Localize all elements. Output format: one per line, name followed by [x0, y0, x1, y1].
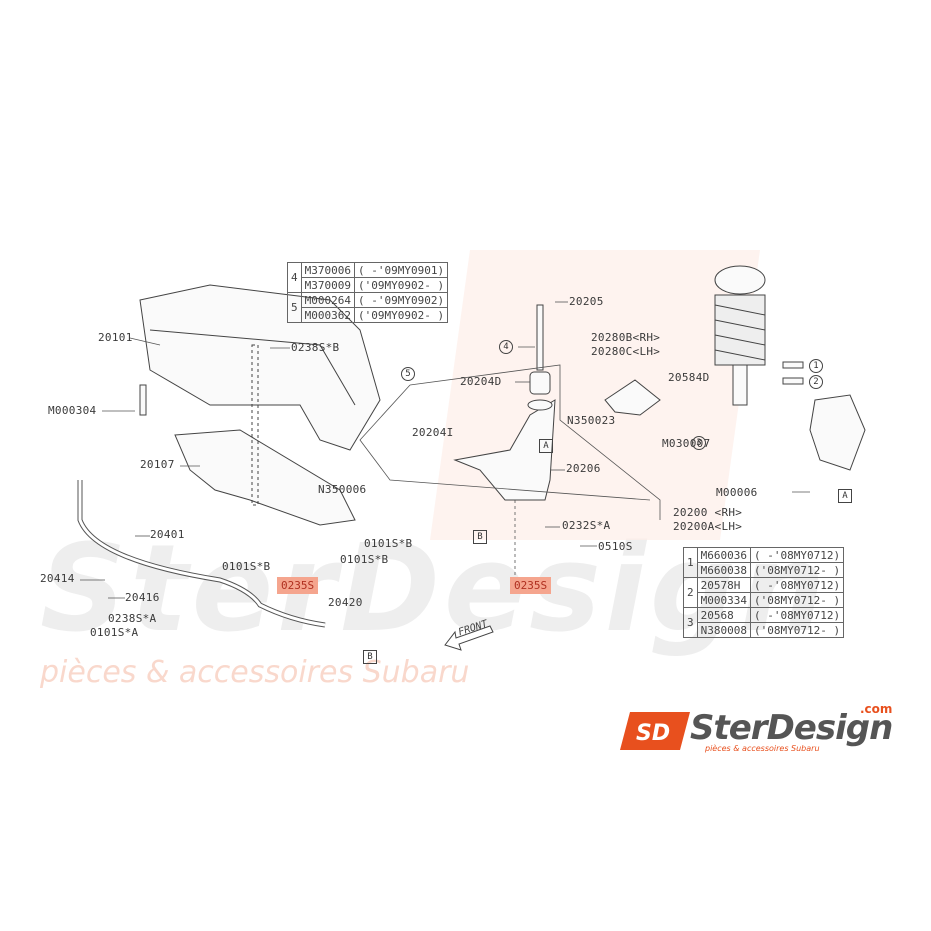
part-label: N350023 [567, 414, 616, 427]
part-label: N350006 [318, 483, 367, 496]
part-label: M00006 [716, 486, 758, 499]
circle-marker: 3 [687, 616, 694, 629]
model-range: ( -'08MY0712) [749, 577, 845, 593]
model-range: ('08MY0712- ) [749, 562, 845, 578]
knuckle [809, 394, 866, 471]
part-number: M370009 [300, 277, 355, 293]
part-label: 20401 [150, 528, 185, 541]
highlighted-part-label[interactable]: 0235S [510, 577, 552, 594]
model-range: ( -'08MY0712) [749, 547, 845, 563]
part-number: M660038 [696, 562, 751, 578]
part-label: 20280B<RH> [591, 331, 661, 344]
part-number: M000334 [696, 592, 751, 608]
model-range: ( -'08MY0712) [749, 607, 845, 623]
part-label: 20204D [460, 375, 502, 388]
support-plate [174, 429, 356, 526]
part-number: M000264 [300, 292, 355, 308]
part-label: 20420 [328, 596, 363, 609]
part-label: 0101S*A [90, 626, 139, 639]
part-label: 20280C<LH> [591, 345, 661, 358]
part-label: 0101S*B [222, 560, 271, 573]
circle-marker-3: 3 [692, 436, 706, 450]
logo-domain: .com [860, 702, 893, 716]
model-range: ('09MY0902- ) [353, 307, 449, 323]
part-label: 20200A<LH> [673, 520, 743, 533]
part-label: 0510S [598, 540, 633, 553]
watermark-tagline: pièces & accessoires Subaru [40, 655, 470, 690]
ref-marker-b: B [473, 530, 487, 544]
part-label: 0238S*B [291, 341, 340, 354]
logo-name: SterDesign [690, 708, 893, 748]
logo-tagline: pièces & accessoires Subaru [705, 744, 820, 753]
part-number: N380008 [696, 622, 751, 638]
part-label: 20204I [412, 426, 454, 439]
logo-mark-text: SD [636, 721, 670, 746]
circle-marker: 2 [687, 586, 694, 599]
part-label: 20101 [98, 331, 133, 344]
circle-marker-1: 1 [809, 359, 823, 373]
part-label: 0101S*B [364, 537, 413, 550]
model-range: ('09MY0902- ) [353, 277, 449, 293]
circle-marker-2: 2 [809, 375, 823, 389]
table-row: M000362('09MY0902- ) [288, 307, 449, 323]
part-number: M660036 [696, 547, 751, 563]
table-row: M370009('09MY0902- ) [288, 277, 449, 293]
part-label: 0101S*B [340, 553, 389, 566]
part-label: 20107 [140, 458, 175, 471]
part-label: 0232S*A [562, 519, 611, 532]
part-label: 20206 [566, 462, 601, 475]
part-number: 20578H [696, 577, 751, 593]
model-range: ( -'09MY0901) [353, 262, 449, 278]
watermark-logo-shape [430, 250, 760, 540]
circle-marker-5: 5 [401, 367, 415, 381]
highlighted-part-label[interactable]: 0235S [277, 577, 319, 594]
circle-marker: 1 [687, 556, 694, 569]
part-label: 0238S*A [108, 612, 157, 625]
part-label: 20200 <RH> [673, 506, 743, 519]
part-number: M370006 [300, 262, 355, 278]
circle-marker: 5 [291, 301, 298, 314]
table-row: N380008('08MY0712- ) [684, 622, 845, 638]
lower-arm [453, 399, 556, 501]
ref-marker-a: A [838, 489, 852, 503]
circle-marker-4: 4 [499, 340, 513, 354]
model-range: ( -'09MY0902) [353, 292, 449, 308]
part-label: 20416 [125, 591, 160, 604]
part-number: 20568 [696, 607, 751, 623]
table-row: M000334('08MY0712- ) [684, 592, 845, 608]
logo-mark [620, 712, 690, 750]
model-range: ('08MY0712- ) [749, 592, 845, 608]
part-label: 20205 [569, 295, 604, 308]
front-arrow [444, 625, 494, 651]
part-label: 20414 [40, 572, 75, 585]
part-label: 20584D [668, 371, 710, 384]
part-label: M000304 [48, 404, 97, 417]
ref-marker-b: B [363, 650, 377, 664]
ref-marker-a: A [539, 439, 553, 453]
part-number: M000362 [300, 307, 355, 323]
circle-marker: 4 [291, 271, 298, 284]
table-row: M660038('08MY0712- ) [684, 562, 845, 578]
model-range: ('08MY0712- ) [749, 622, 845, 638]
